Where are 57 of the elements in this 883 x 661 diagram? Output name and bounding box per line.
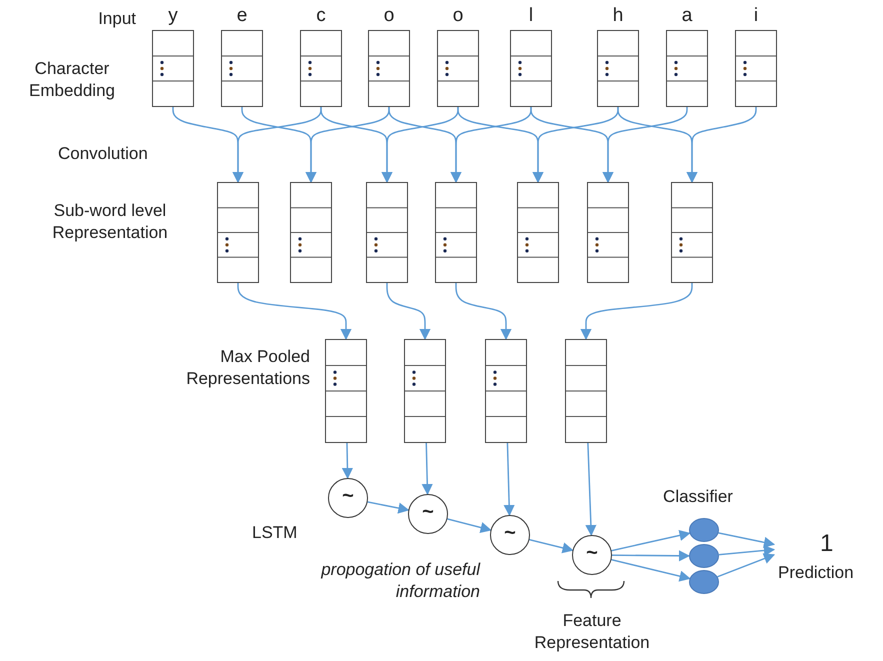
stage-label: Character Embedding [28,58,116,102]
subword-vector [366,182,408,283]
lstm-cell: ~ [408,494,448,534]
arrow [611,530,691,552]
arrow [686,107,757,184]
classifier-neuron [689,570,719,594]
prediction-label: Prediction [778,562,854,584]
arrow [529,539,574,554]
prediction-value: 1 [820,530,834,558]
arrow [367,501,410,514]
stage-label: Sub-word level Representation [51,200,169,244]
arrow [718,532,776,548]
subword-vector [217,182,259,283]
pooled-vector [404,339,446,443]
arrow [455,283,512,340]
arrow [342,442,354,480]
stage-label: Feature Representation [533,610,651,654]
arrow [504,442,515,516]
stage-label: LSTM [252,522,298,544]
subword-vector [587,182,629,283]
input-character: e [236,6,248,26]
input-character: h [612,6,624,26]
input-character: l [528,6,534,26]
arrow [585,442,596,536]
arrow [602,107,688,184]
classifier-neuron [689,518,719,542]
arrow [422,442,433,496]
lstm-cell: ~ [572,535,612,575]
stage-label: Convolution [58,143,149,165]
arrow [447,518,492,533]
arrow [237,283,352,340]
arrow [717,553,776,578]
subword-vector [290,182,332,283]
input-character: a [680,6,694,26]
stage-label: Classifier [662,486,734,508]
input-character: c [315,6,327,26]
subword-vector [517,182,559,283]
arrow [612,550,690,562]
subword-vector [671,182,713,283]
stage-label: Input [97,8,136,30]
arrow [718,544,776,556]
arrow [386,283,431,340]
classifier-neuron [689,544,719,568]
arrow [611,559,691,582]
arrow [580,283,693,340]
pooled-vector [565,339,607,443]
lstm-cell: ~ [328,478,368,518]
input-character: i [752,6,760,26]
stage-label: Max Pooled Representations [185,346,310,390]
pooled-vector [325,339,367,443]
input-character: y [167,6,179,26]
lstm-cell: ~ [490,515,530,555]
annotation-text: propogation of useful information [320,559,480,603]
input-character: o [452,6,464,26]
input-character: o [382,6,396,26]
pooled-vector [485,339,527,443]
subword-vector [435,182,477,283]
